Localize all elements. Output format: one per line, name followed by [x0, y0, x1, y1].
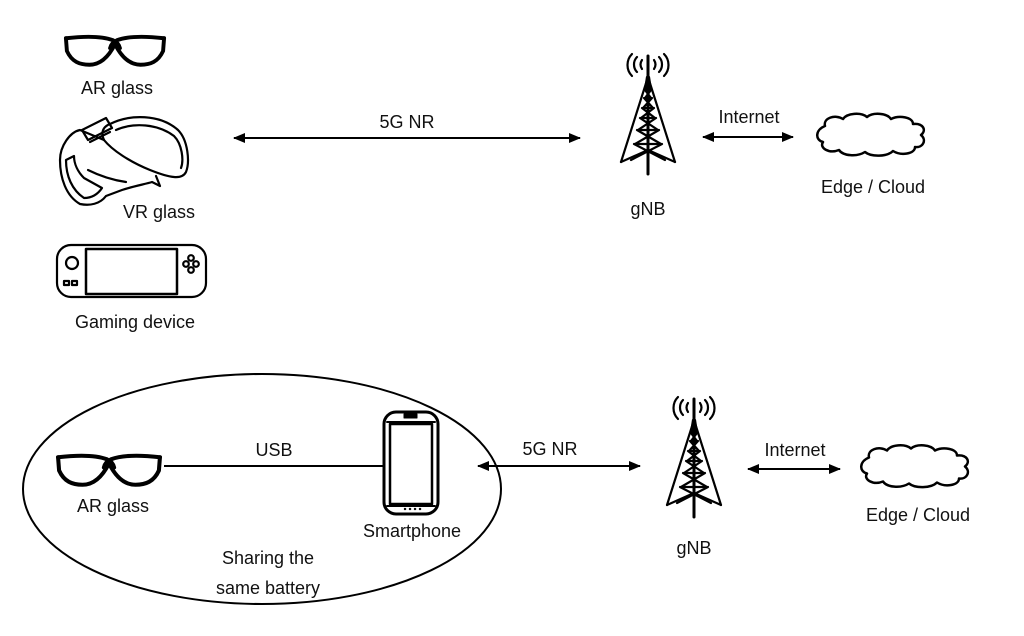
usb-label: USB — [255, 440, 292, 460]
smartphone-label: Smartphone — [363, 521, 461, 541]
cloud-icon — [815, 112, 926, 157]
top-scenario: AR glass VR glass Gaming device 5G NR gN — [55, 34, 926, 332]
smartphone-icon — [382, 410, 440, 516]
shared-battery-label-line1: Sharing the — [222, 548, 314, 568]
ar-glasses-icon — [63, 34, 167, 67]
gaming-device-icon — [55, 243, 208, 299]
vr-glass-label: VR glass — [123, 202, 195, 222]
cell-tower-icon — [665, 395, 723, 519]
ar-glass-label: AR glass — [77, 496, 149, 516]
gnb-label: gNB — [676, 538, 711, 558]
shared-battery-label-line2: same battery — [216, 578, 320, 598]
radio-link-label: 5G NR — [522, 439, 577, 459]
vr-headset-icon — [58, 116, 189, 206]
edge-cloud-label: Edge / Cloud — [866, 505, 970, 525]
bottom-scenario: AR glass USB Smartphone Sharing the same… — [22, 373, 970, 605]
gnb-label: gNB — [630, 199, 665, 219]
radio-link-label: 5G NR — [379, 112, 434, 132]
internet-label: Internet — [718, 107, 779, 127]
cloud-icon — [859, 444, 970, 489]
internet-label: Internet — [764, 440, 825, 460]
cell-tower-icon — [619, 52, 677, 176]
edge-cloud-label: Edge / Cloud — [821, 177, 925, 197]
ar-glasses-icon — [58, 456, 160, 485]
shared-battery-group-ellipse — [22, 373, 502, 605]
ar-glass-label: AR glass — [81, 78, 153, 98]
gaming-device-label: Gaming device — [75, 312, 195, 332]
